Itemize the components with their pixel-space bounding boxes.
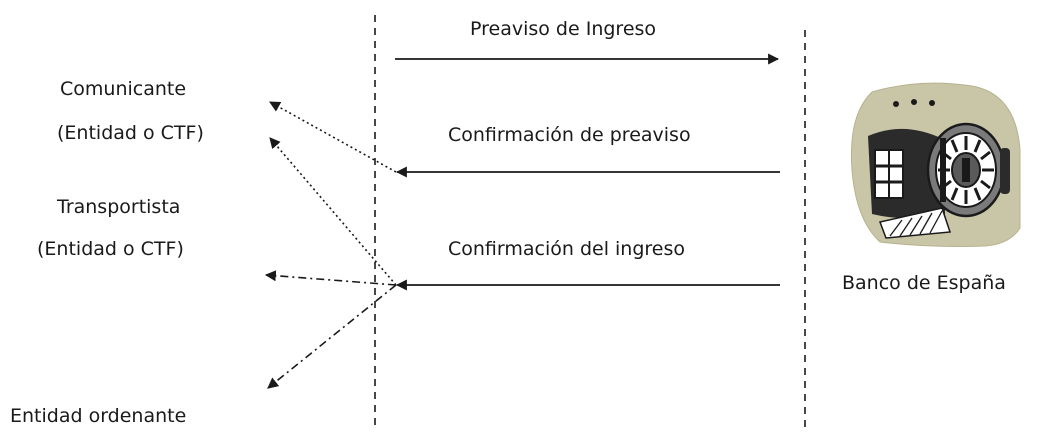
- message-label-confirmacion-ingreso: Confirmación del ingreso: [448, 238, 686, 260]
- dotted-arrow-ingreso-to-comunicante: [269, 137, 397, 286]
- dotted-arrow-preaviso-to-comunicante: [269, 101, 397, 173]
- message-label-preaviso-ingreso: Preaviso de Ingreso: [470, 18, 657, 40]
- participant-transportista-name: Transportista: [57, 196, 181, 218]
- participant-comunicante-name: Comunicante: [60, 78, 187, 100]
- dashdot-arrow-ingreso-to-transportista: [264, 270, 397, 286]
- bank-vault-icon: [850, 82, 1021, 247]
- participant-banco-name: Banco de España: [842, 272, 1006, 294]
- participant-ordenante-name: Entidad ordenante: [10, 405, 187, 427]
- dashdot-arrow-ingreso-to-ordenante: [267, 284, 397, 389]
- message-label-confirmacion-preaviso: Confirmación de preaviso: [448, 124, 691, 146]
- participant-comunicante-note: (Entidad o CTF): [57, 122, 204, 144]
- participant-transportista-note: (Entidad o CTF): [37, 238, 184, 260]
